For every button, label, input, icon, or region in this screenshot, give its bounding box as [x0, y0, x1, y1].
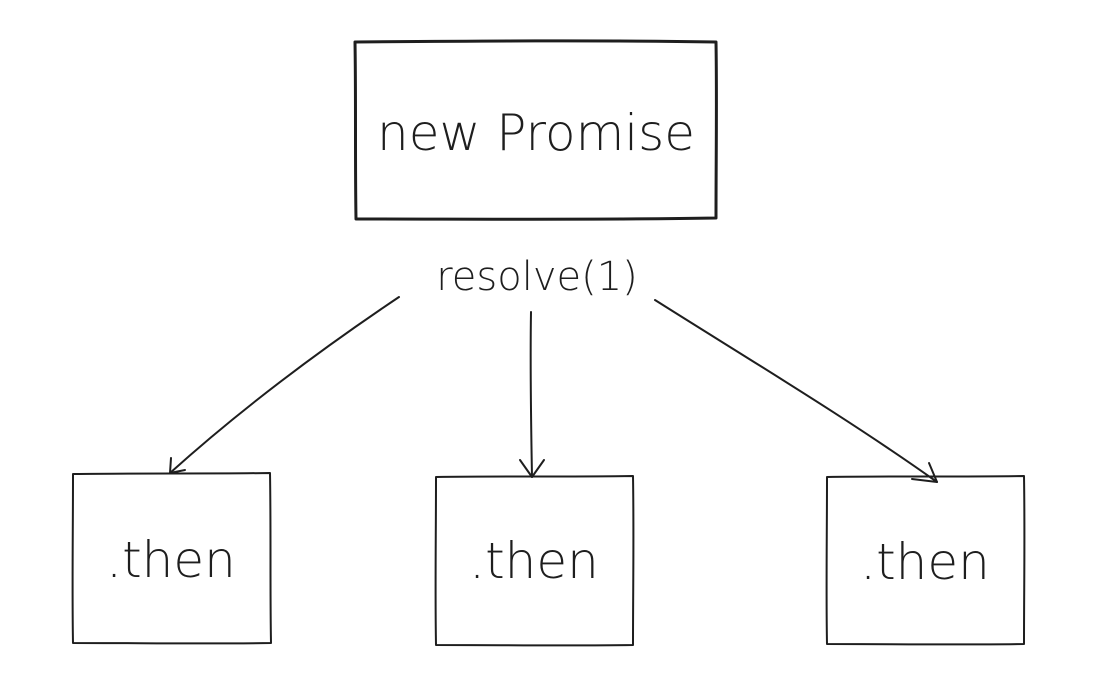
arrow-to-then-3-shaft: [654, 299, 938, 483]
node-new-promise-border: [353, 39, 718, 221]
arrow-to-then-1-shaft: [169, 296, 400, 474]
node-then-3-label: .then: [860, 533, 990, 591]
arrow-to-then-2-shaft: [529, 311, 533, 478]
edge-label-resolve: resolve(1): [436, 254, 638, 300]
node-then-1-border: [71, 472, 272, 645]
arrow-to-then-1: [169, 296, 400, 474]
node-new-promise: new Promise: [353, 39, 718, 221]
node-then-2-label: .then: [469, 532, 599, 590]
arrow-to-then-2: [519, 311, 545, 478]
node-then-2: .then: [434, 475, 635, 647]
node-then-1: .then: [71, 472, 272, 645]
arrow-to-then-3-head: [911, 462, 938, 483]
node-then-3-border: [825, 475, 1026, 646]
node-then-2-border: [434, 475, 635, 647]
node-then-1-label: .then: [106, 531, 236, 589]
arrow-to-then-3: [654, 299, 938, 483]
node-then-3: .then: [825, 475, 1026, 646]
node-new-promise-label: new Promise: [377, 104, 695, 162]
